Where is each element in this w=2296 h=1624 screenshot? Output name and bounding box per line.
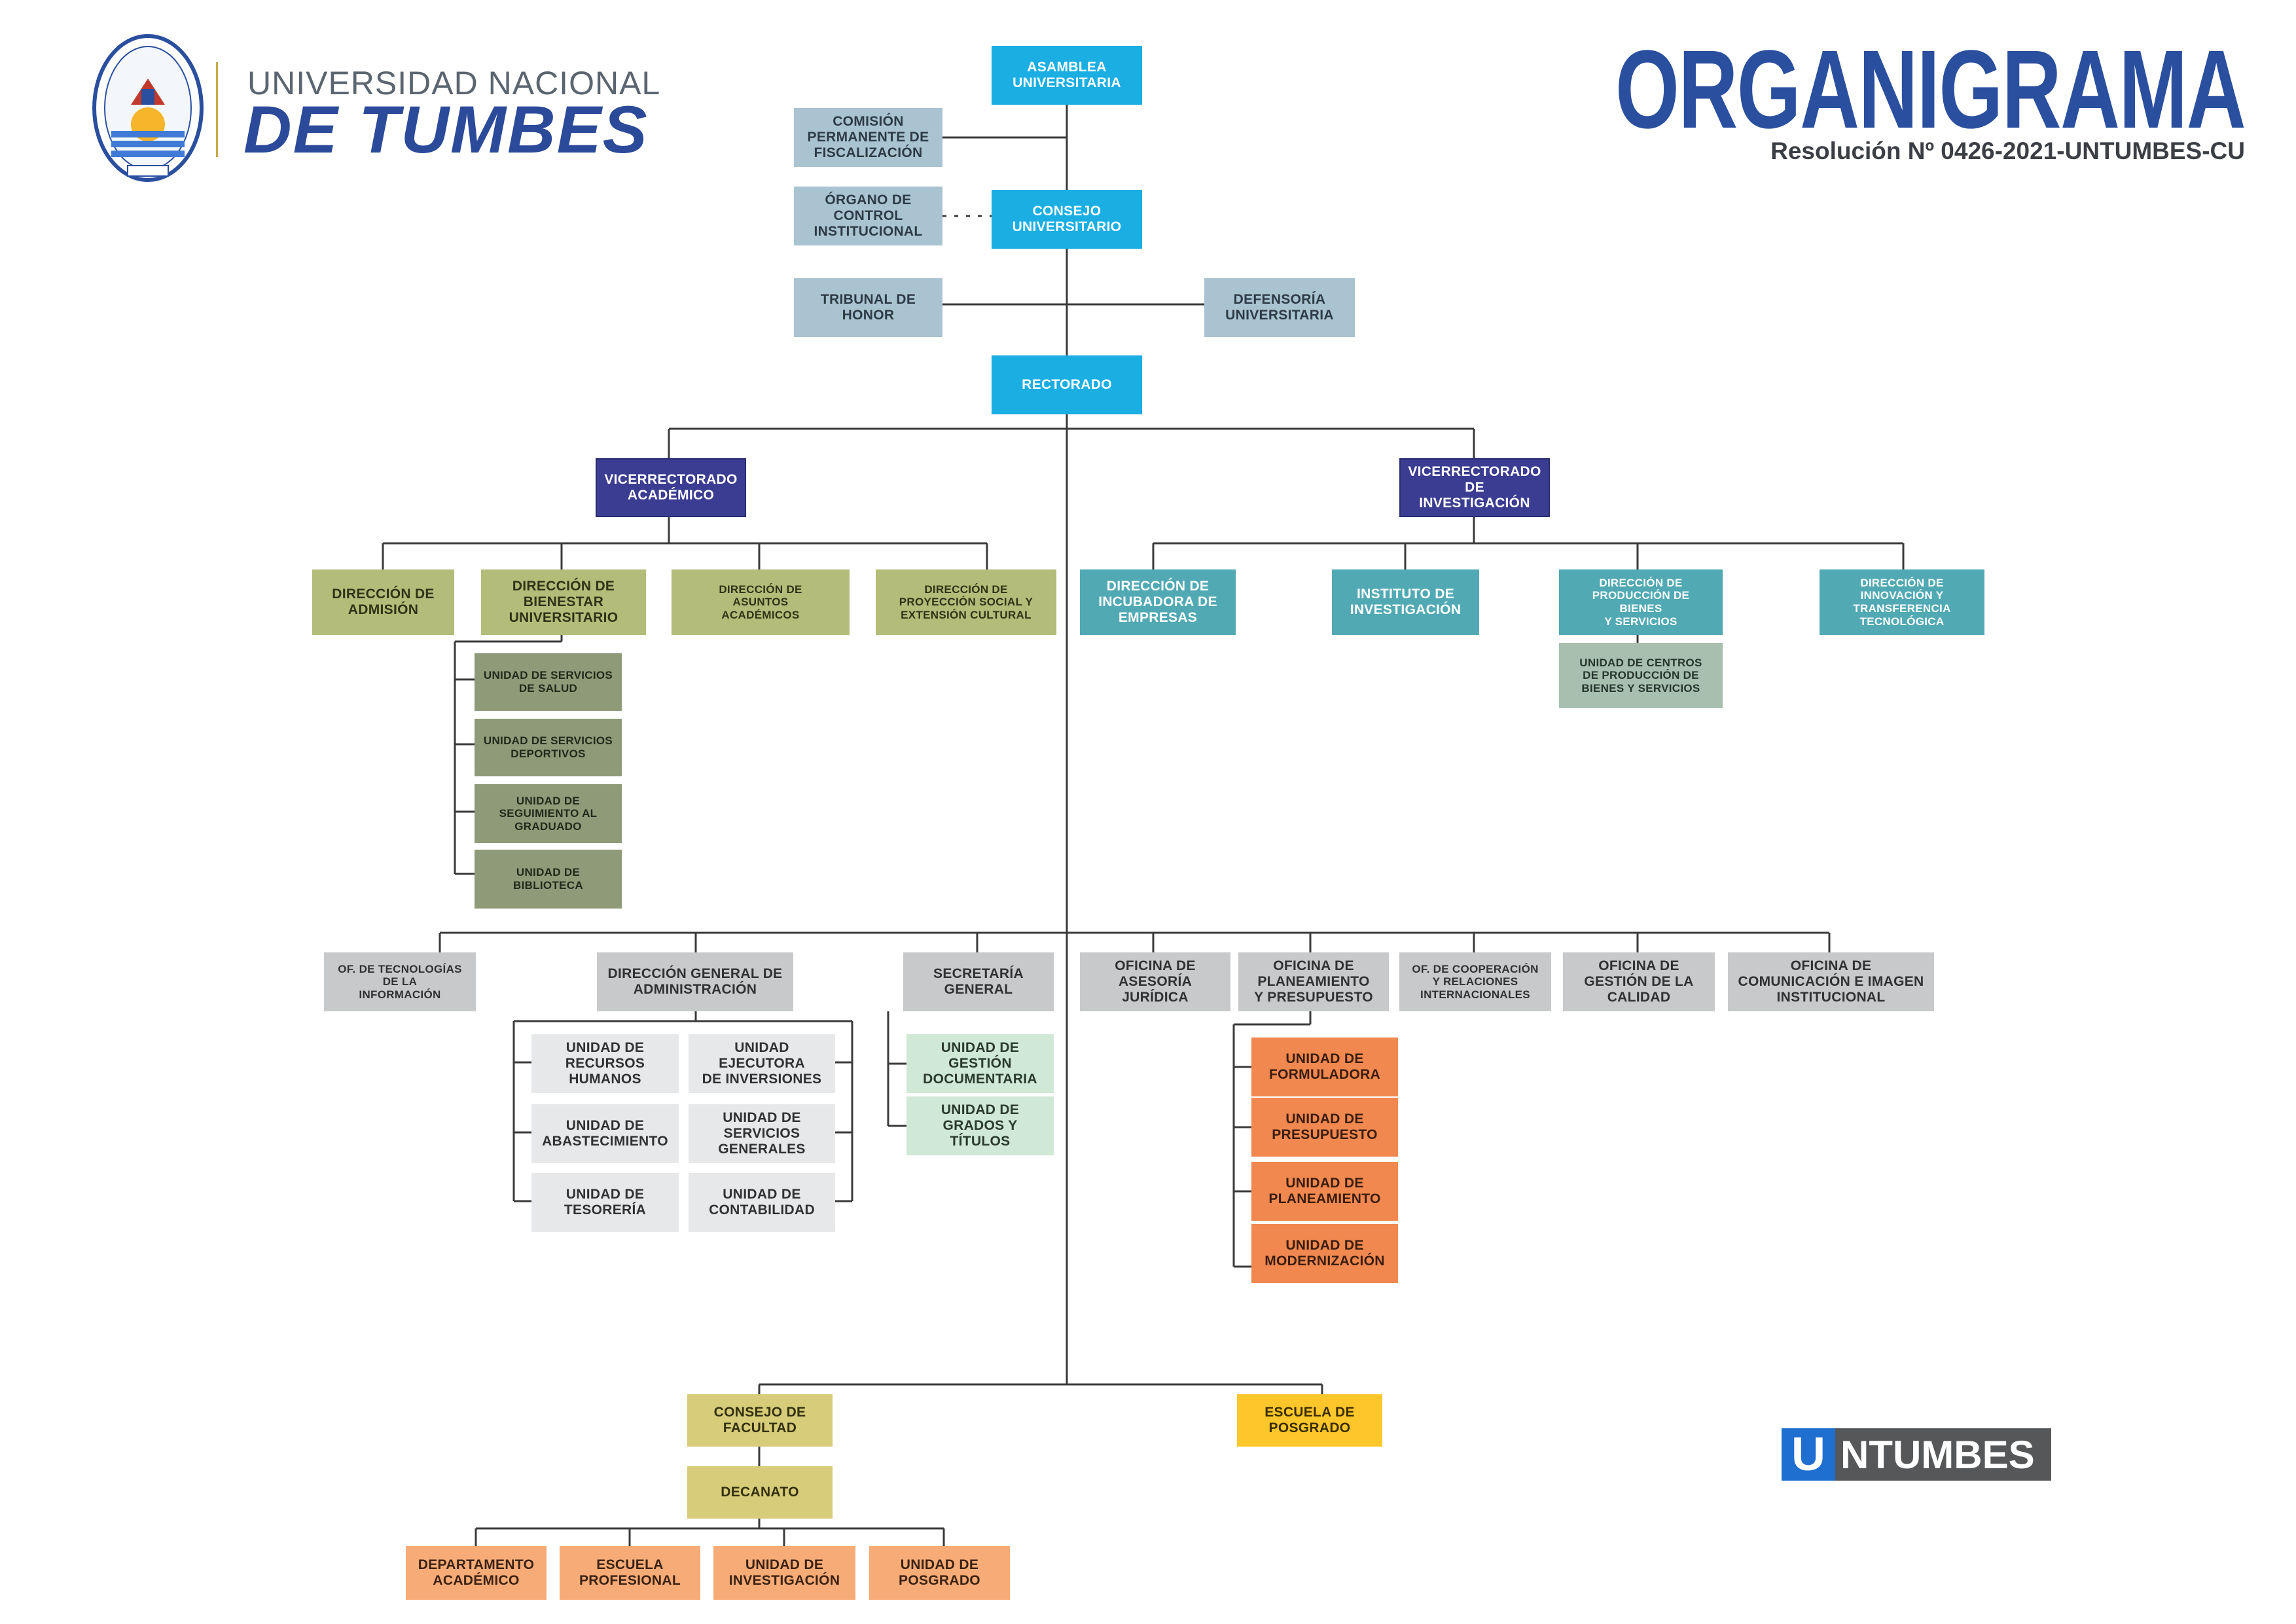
- university-name-line1: UNIVERSIDAD NACIONAL: [247, 65, 661, 101]
- node-consejo-universitario[interactable]: CONSEJO UNIVERSITARIO: [992, 190, 1142, 249]
- node-unidad-presupuesto[interactable]: UNIDAD DE PRESUPUESTO: [1251, 1098, 1398, 1157]
- node-escuela-posgrado[interactable]: ESCUELA DE POSGRADO: [1237, 1394, 1382, 1447]
- node-direccion-produccion[interactable]: DIRECCIÓN DE PRODUCCIÓN DE BIENES Y SERV…: [1559, 569, 1723, 635]
- university-name-line2: DE TUMBES: [243, 92, 649, 167]
- node-direccion-incubadora[interactable]: DIRECCIÓN DE INCUBADORA DE EMPRESAS: [1080, 569, 1236, 635]
- node-unidad-abastecimiento[interactable]: UNIDAD DE ABASTECIMIENTO: [531, 1104, 679, 1163]
- node-unidad-seguimiento-graduado[interactable]: UNIDAD DE SEGUIMIENTO AL GRADUADO: [475, 784, 622, 843]
- node-unidad-gestion-documentaria[interactable]: UNIDAD DE GESTIÓN DOCUMENTARIA: [906, 1034, 1054, 1093]
- node-unidad-planeamiento[interactable]: UNIDAD DE PLANEAMIENTO: [1251, 1162, 1398, 1221]
- node-unidad-tesoreria[interactable]: UNIDAD DE TESORERÍA: [531, 1173, 679, 1232]
- node-direccion-bienestar[interactable]: DIRECCIÓN DE BIENESTAR UNIVERSITARIO: [481, 569, 646, 635]
- node-unidad-modernizacion[interactable]: UNIDAD DE MODERNIZACIÓN: [1251, 1224, 1398, 1283]
- untumbes-logo-letter: U: [1782, 1428, 1835, 1481]
- node-departamento-academico[interactable]: DEPARTAMENTO ACADÉMICO: [406, 1546, 547, 1600]
- node-rectorado[interactable]: RECTORADO: [992, 355, 1142, 414]
- node-oficina-tecnologias[interactable]: OF. DE TECNOLOGÍAS DE LA INFORMACIÓN: [324, 952, 476, 1011]
- node-instituto-investigacion[interactable]: INSTITUTO DE INVESTIGACIÓN: [1332, 569, 1479, 635]
- node-unidad-posgrado[interactable]: UNIDAD DE POSGRADO: [869, 1546, 1010, 1600]
- node-unidad-biblioteca[interactable]: UNIDAD DE BIBLIOTECA: [475, 850, 622, 909]
- resolution-subtitle: Resolución Nº 0426-2021-UNTUMBES-CU: [1770, 137, 2245, 164]
- untumbes-logo: U NTUMBES: [1782, 1428, 2051, 1481]
- node-unidad-formuladora[interactable]: UNIDAD DE FORMULADORA: [1251, 1038, 1398, 1096]
- node-unidad-grados-titulos[interactable]: UNIDAD DE GRADOS Y TÍTULOS: [906, 1096, 1054, 1155]
- node-organo-control[interactable]: ÓRGANO DE CONTROL INSTITUCIONAL: [794, 187, 942, 245]
- node-oficina-asesoria-juridica[interactable]: OFICINA DE ASESORÍA JURÍDICA: [1080, 952, 1230, 1011]
- node-direccion-asuntos-academicos[interactable]: DIRECCIÓN DE ASUNTOS ACADÉMICOS: [672, 569, 850, 635]
- node-oficina-calidad[interactable]: OFICINA DE GESTIÓN DE LA CALIDAD: [1563, 952, 1715, 1011]
- university-seal-logo: [92, 34, 204, 182]
- node-unidad-servicios-generales[interactable]: UNIDAD DE SERVICIOS GENERALES: [689, 1104, 835, 1163]
- node-unidad-centros-produccion[interactable]: UNIDAD DE CENTROS DE PRODUCCIÓN DE BIENE…: [1559, 643, 1723, 708]
- node-tribunal-honor[interactable]: TRIBUNAL DE HONOR: [794, 278, 942, 337]
- node-unidad-servicios-deportivos[interactable]: UNIDAD DE SERVICIOS DEPORTIVOS: [475, 719, 622, 776]
- node-oficina-comunicacion[interactable]: OFICINA DE COMUNICACIÓN E IMAGEN INSTITU…: [1728, 952, 1934, 1011]
- node-oficina-cooperacion[interactable]: OF. DE COOPERACIÓN Y RELACIONES INTERNAC…: [1399, 952, 1551, 1011]
- node-direccion-innovacion[interactable]: DIRECCIÓN DE INNOVACIÓN Y TRANSFERENCIA …: [1820, 569, 1984, 635]
- node-secretaria-general[interactable]: SECRETARÍA GENERAL: [903, 952, 1054, 1011]
- node-unidad-servicios-salud[interactable]: UNIDAD DE SERVICIOS DE SALUD: [475, 653, 622, 711]
- node-unidad-ejecutora-inversiones[interactable]: UNIDAD EJECUTORA DE INVERSIONES: [689, 1034, 835, 1093]
- node-unidad-recursos-humanos[interactable]: UNIDAD DE RECURSOS HUMANOS: [531, 1034, 679, 1093]
- node-unidad-contabilidad[interactable]: UNIDAD DE CONTABILIDAD: [689, 1173, 835, 1232]
- node-direccion-general-administracion[interactable]: DIRECCIÓN GENERAL DE ADMINISTRACIÓN: [597, 952, 793, 1011]
- node-oficina-planeamiento[interactable]: OFICINA DE PLANEAMIENTO Y PRESUPUESTO: [1238, 952, 1389, 1011]
- node-comision-fiscalizacion[interactable]: COMISIÓN PERMANENTE DE FISCALIZACIÓN: [794, 108, 942, 167]
- node-escuela-profesional[interactable]: ESCUELA PROFESIONAL: [560, 1546, 700, 1600]
- brand-divider: [216, 62, 218, 157]
- node-asamblea-universitaria[interactable]: ASAMBLEA UNIVERSITARIA: [992, 46, 1142, 105]
- node-decanato[interactable]: DECANATO: [687, 1466, 833, 1519]
- node-consejo-facultad[interactable]: CONSEJO DE FACULTAD: [687, 1394, 833, 1447]
- node-vicerrectorado-academico[interactable]: VICERRECTORADO ACADÉMICO: [596, 458, 746, 517]
- node-defensoria[interactable]: DEFENSORÍA UNIVERSITARIA: [1204, 278, 1355, 337]
- node-direccion-proyeccion-social[interactable]: DIRECCIÓN DE PROYECCIÓN SOCIAL Y EXTENSI…: [876, 569, 1056, 635]
- page-title: ORGANIGRAMA: [1615, 27, 2246, 152]
- node-unidad-investigacion[interactable]: UNIDAD DE INVESTIGACIÓN: [713, 1546, 855, 1600]
- node-direccion-admision[interactable]: DIRECCIÓN DE ADMISIÓN: [312, 569, 454, 635]
- untumbes-logo-text: NTUMBES: [1835, 1428, 2051, 1481]
- node-vicerrectorado-investigacion[interactable]: VICERRECTORADO DE INVESTIGACIÓN: [1399, 458, 1550, 517]
